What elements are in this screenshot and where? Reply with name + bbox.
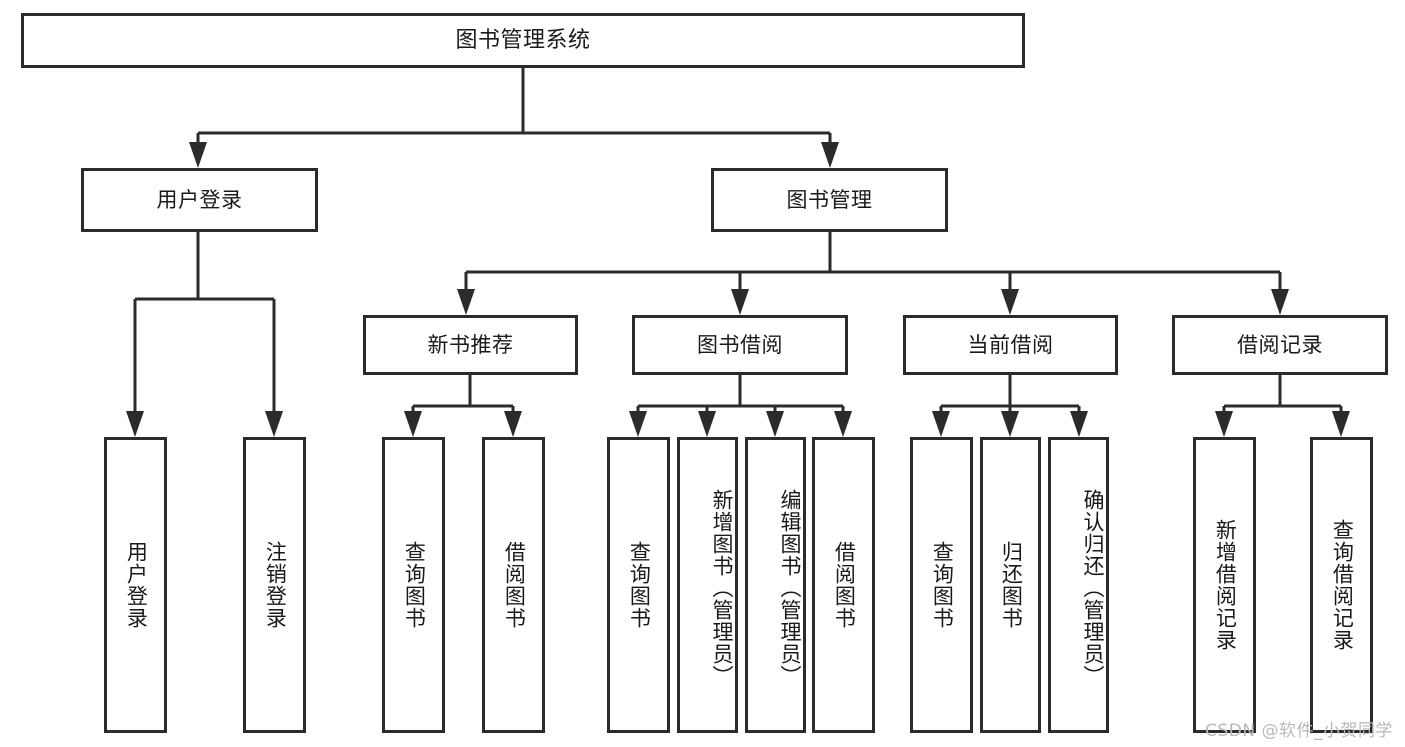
watermark-text: CSDN @软件_小贺同学 (1205, 721, 1393, 741)
node-borrow-record[interactable]: 借阅记录 (1172, 315, 1388, 375)
leaf-node-edit-book-admin[interactable]: 编辑图书（管理员） (745, 437, 806, 733)
leaf-node-query-book-recommend[interactable]: 查询图书 (382, 437, 445, 733)
leaf-node-return-book[interactable]: 归还图书 (980, 437, 1041, 733)
node-current-borrow[interactable]: 当前借阅 (903, 315, 1118, 375)
leaf-node-user-login[interactable]: 用户登录 (104, 437, 167, 733)
leaf-node-user-logout[interactable]: 注销登录 (243, 437, 306, 733)
leaf-node-confirm-return-admin[interactable]: 确认归还（管理员） (1048, 437, 1109, 733)
node-root-system[interactable]: 图书管理系统 (21, 13, 1025, 68)
leaf-node-query-book-borrow[interactable]: 查询图书 (607, 437, 670, 733)
leaf-node-borrow-book-recommend[interactable]: 借阅图书 (482, 437, 545, 733)
node-book-borrow[interactable]: 图书借阅 (632, 315, 848, 375)
leaf-node-query-borrow-record[interactable]: 查询借阅记录 (1310, 437, 1373, 733)
node-user-login[interactable]: 用户登录 (81, 168, 318, 232)
leaf-node-borrow-book[interactable]: 借阅图书 (812, 437, 875, 733)
leaf-node-query-book-current[interactable]: 查询图书 (910, 437, 973, 733)
leaf-node-add-book-admin[interactable]: 新增图书（管理员） (677, 437, 738, 733)
leaf-node-add-borrow-record[interactable]: 新增借阅记录 (1193, 437, 1256, 733)
node-book-manage[interactable]: 图书管理 (711, 168, 948, 232)
node-new-book-recommendation[interactable]: 新书推荐 (363, 315, 578, 375)
